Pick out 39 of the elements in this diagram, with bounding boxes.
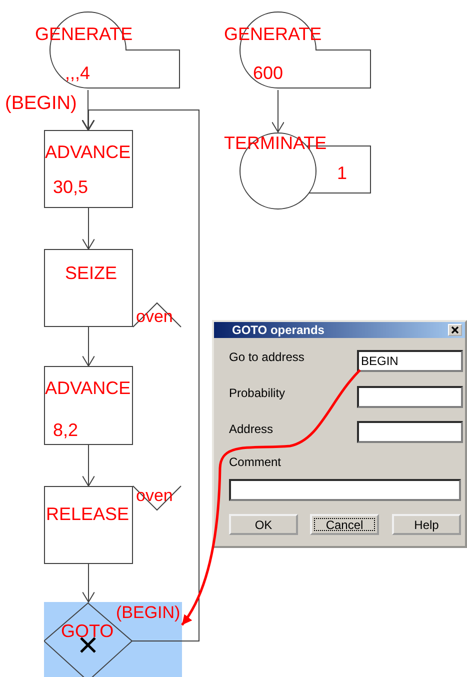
- release-block: [44, 486, 133, 564]
- arrow: [180, 369, 361, 626]
- field-label: Probability: [229, 387, 286, 399]
- location-label: (BEGIN): [5, 94, 77, 113]
- arrow: [272, 90, 284, 132]
- operand-text: ,,,4: [65, 64, 90, 82]
- arrow: [82, 110, 200, 642]
- field-label: Comment: [229, 456, 282, 468]
- operand-text: 8,2: [53, 421, 78, 439]
- operand-text: 600: [253, 64, 284, 82]
- input-field: [357, 421, 463, 443]
- seize-block: [44, 249, 133, 327]
- input-field: [357, 350, 463, 372]
- location-label: (BEGIN): [116, 604, 180, 621]
- ok-button: OK: [229, 514, 298, 535]
- block-name: SEIZE: [65, 264, 118, 282]
- goto-block: [44, 602, 182, 677]
- arrow: [82, 564, 95, 602]
- operand-text: 1: [337, 164, 348, 182]
- arrow: [82, 208, 95, 250]
- block-name: ADVANCE: [45, 379, 131, 397]
- field-value: BEGIN: [361, 355, 398, 367]
- window-title: GOTO operands: [232, 324, 324, 336]
- cancel-button: Cancel: [310, 514, 379, 535]
- operand-text: 30,5: [53, 178, 88, 196]
- arrow: [82, 444, 95, 486]
- advance-block: [44, 130, 133, 208]
- field-label: Go to address: [229, 351, 304, 363]
- block-name: RELEASE: [46, 505, 130, 523]
- input-field: [357, 386, 463, 408]
- arrow: [82, 90, 94, 130]
- dialog-window: [212, 320, 467, 548]
- block-name: GOTO: [61, 622, 114, 640]
- field-label: Address: [229, 423, 274, 435]
- help-button: Help: [392, 514, 461, 535]
- input-field: [229, 479, 461, 501]
- block-name: ADVANCE: [45, 143, 131, 161]
- advance-block: [44, 366, 133, 445]
- arrow: [82, 326, 95, 366]
